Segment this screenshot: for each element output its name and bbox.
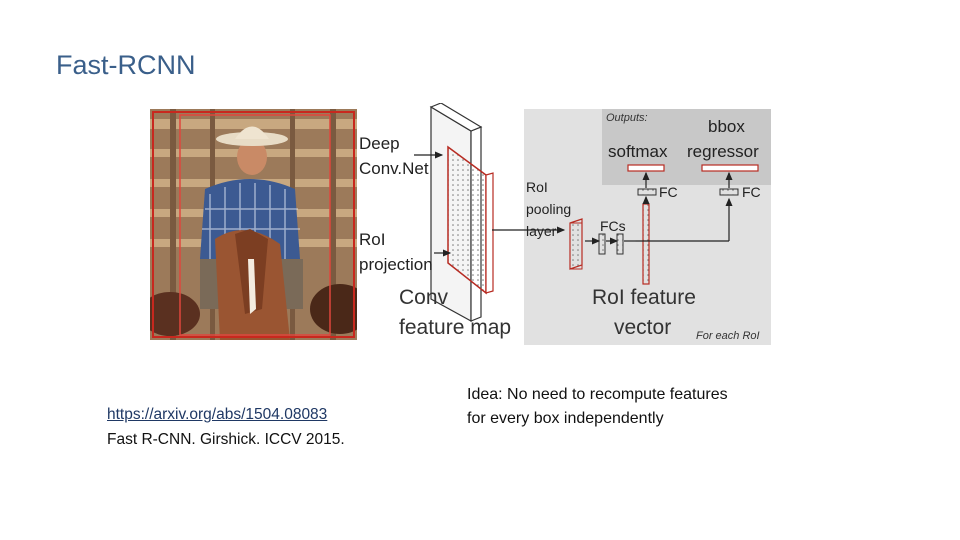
idea-note: Idea: No need to recompute features for …	[467, 383, 728, 431]
softmax-label: softmax	[608, 142, 668, 161]
roi-feature-vector-label-1: RoI feature	[592, 286, 696, 309]
fc-right-label: FC	[742, 184, 761, 200]
bbox-output	[701, 164, 759, 172]
roi-projection-label-1: RoI	[359, 230, 386, 249]
deep-convnet-label-2: Conv.Net	[359, 159, 429, 178]
fc-layer-1	[598, 233, 606, 255]
fc-layer-2	[616, 233, 624, 255]
roi-pooling-label-3: layer	[526, 223, 557, 239]
idea-line-1: Idea: No need to recompute features	[467, 386, 728, 403]
idea-line-2: for every box independently	[467, 410, 664, 427]
fcs-label: FCs	[600, 218, 626, 234]
slide-title: Fast-RCNN	[56, 50, 196, 80]
roi-feature-vector-label-2: vector	[614, 316, 672, 339]
conv-feature-map-label-1: Conv	[399, 286, 449, 309]
fc-left-label: FC	[659, 184, 678, 200]
fc-cls-box	[637, 188, 657, 196]
paper-link[interactable]: https://arxiv.org/abs/1504.08083	[107, 406, 328, 423]
cowboy-photo	[150, 109, 357, 340]
feature-vector	[642, 203, 650, 285]
diagram-graphics	[414, 103, 771, 345]
roi-pooling-label-1: RoI	[526, 179, 548, 195]
outputs-label: Outputs:	[606, 112, 648, 124]
conv-feature-map-label-2: feature map	[399, 316, 512, 339]
roi-projection-label-2: projection	[359, 255, 433, 274]
bbox-label-1: bbox	[708, 117, 745, 136]
roi-pooling-label-2: pooling	[526, 201, 572, 217]
citation-text: Fast R-CNN. Girshick. ICCV 2015.	[107, 431, 345, 448]
fast-rcnn-diagram: Deep Conv.Net RoI projection Conv featur…	[356, 103, 776, 348]
pooled-feature	[569, 218, 583, 270]
fc-bbox-box	[719, 188, 739, 196]
bbox-label-2: regressor	[687, 142, 759, 161]
outputs-panel	[602, 109, 771, 185]
for-each-roi-label: For each RoI	[696, 330, 760, 342]
input-image	[150, 109, 357, 340]
deep-convnet-label-1: Deep	[359, 134, 400, 153]
softmax-output	[627, 164, 665, 172]
